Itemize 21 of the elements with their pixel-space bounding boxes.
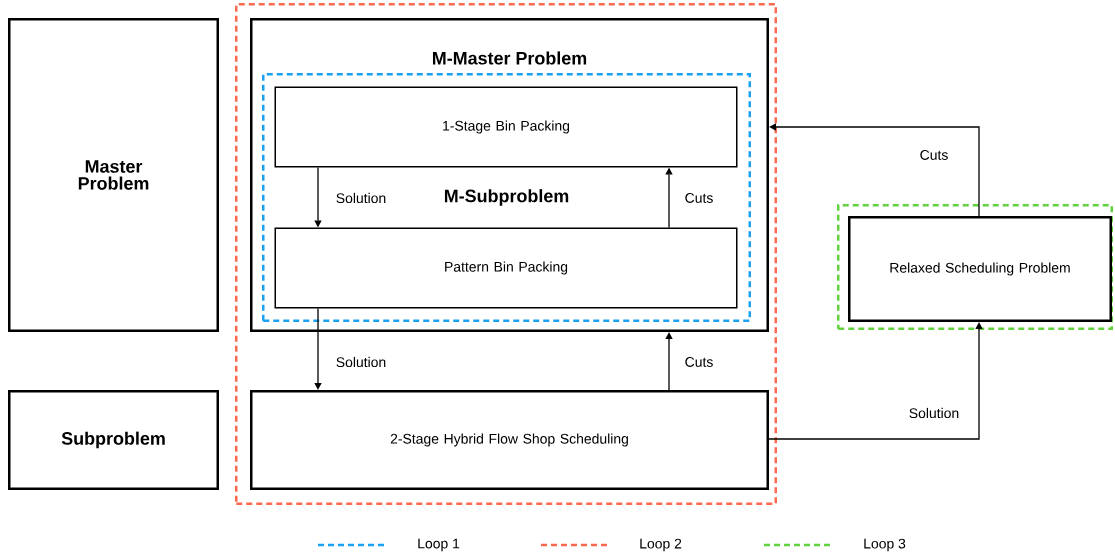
legend-label: Loop 1	[418, 538, 460, 552]
legend-label: Loop 3	[864, 538, 906, 552]
loop-boundary	[837, 204, 1113, 330]
arrow	[768, 322, 983, 440]
problem-box: Master Problem	[8, 18, 219, 332]
legend-label: Loop 2	[640, 538, 682, 552]
problem-box: Subproblem	[8, 390, 219, 490]
edge-label: Cuts	[685, 357, 713, 367]
arrow	[314, 307, 322, 390]
process-box: Pattern Bin Packing	[274, 227, 738, 309]
arrow	[769, 123, 980, 217]
process-box: Relaxed Scheduling Problem	[848, 216, 1112, 322]
loop-boundary	[235, 3, 777, 505]
process-box: 1-Stage Bin Packing	[274, 86, 738, 168]
arrow	[665, 332, 673, 391]
process-box: 2-Stage Hybrid Flow Shop Scheduling	[250, 390, 769, 490]
edge-label: Solution	[909, 407, 959, 419]
edge-label: Solution	[336, 356, 386, 368]
edge-label: Solution	[336, 192, 386, 204]
edge-label: Cuts	[920, 150, 948, 160]
edge-label: Cuts	[685, 193, 713, 203]
